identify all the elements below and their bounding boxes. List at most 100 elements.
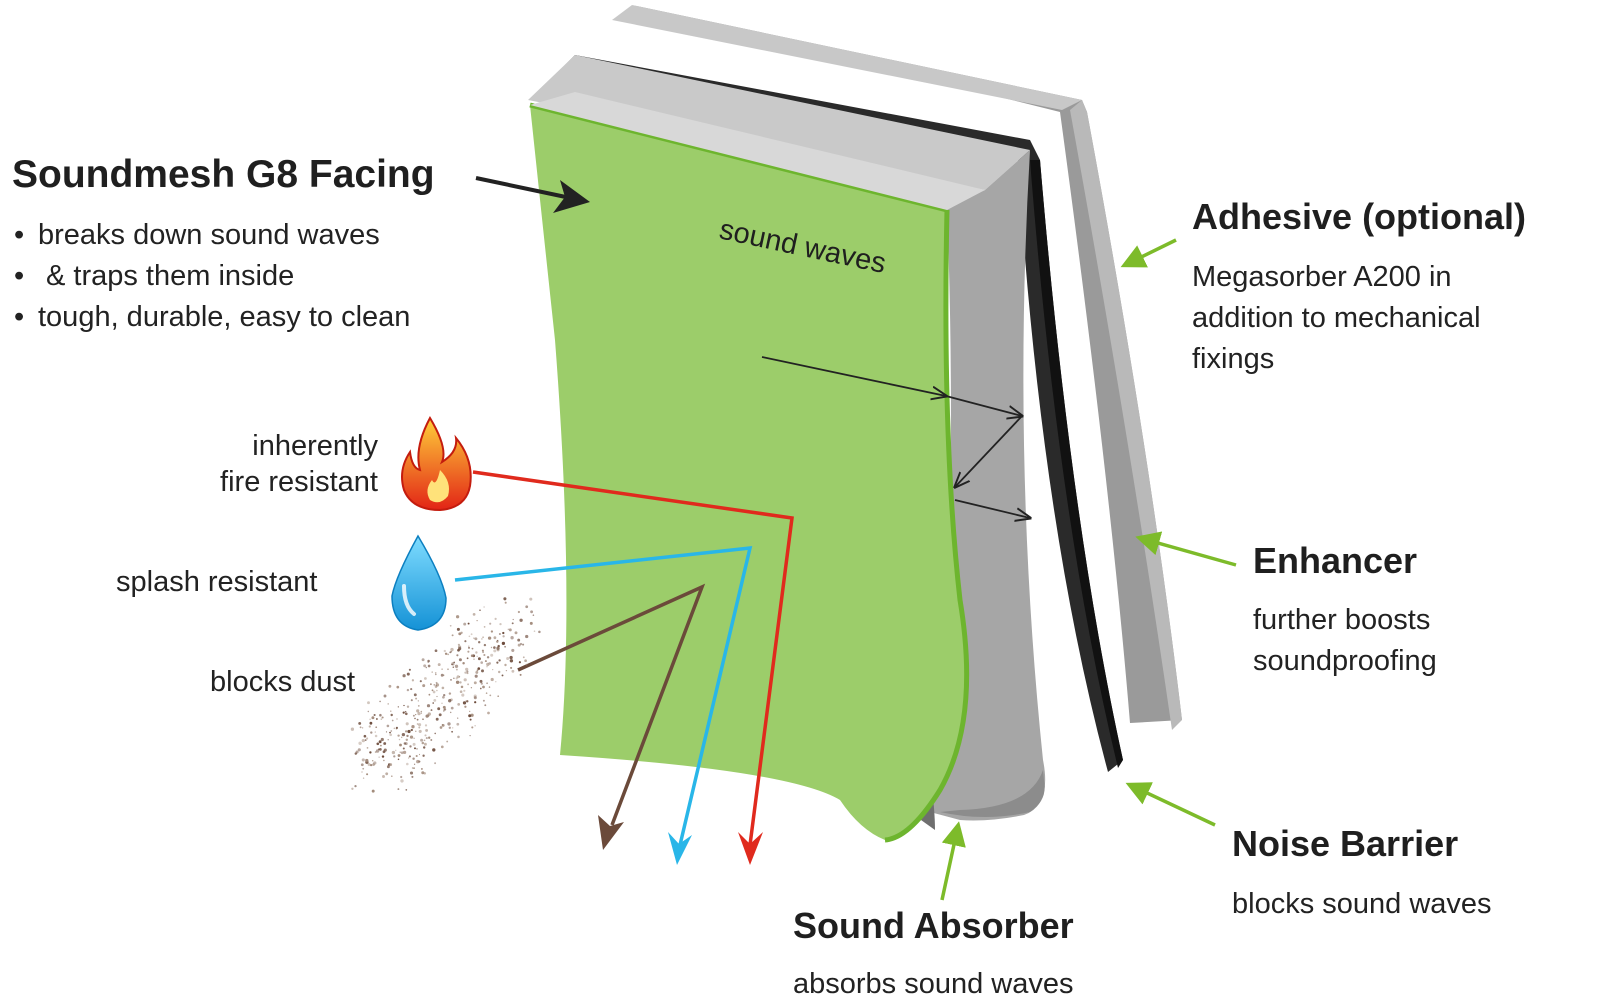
dust-speck [361, 738, 365, 743]
dust-speck [473, 637, 475, 639]
dust-speck [406, 734, 409, 738]
water-drop-icon [391, 534, 447, 631]
dust-speck [387, 739, 389, 741]
dust-speck [442, 695, 445, 699]
dust-speck [498, 632, 501, 636]
dust-speck [459, 690, 463, 694]
dust-speck [463, 689, 466, 692]
dust-speck [358, 721, 362, 725]
dust-speck [400, 775, 403, 779]
dust-speck [483, 653, 486, 657]
adhesive-line-1: Megasorber A200 in [1192, 261, 1452, 293]
dust-speck [366, 747, 369, 749]
dust-speck [411, 767, 414, 769]
dust-speck [441, 702, 443, 704]
dust-speck [497, 695, 500, 698]
dust-speck [517, 638, 521, 642]
dust-speck [459, 681, 462, 684]
dust-speck [395, 726, 398, 729]
dust-speck [396, 685, 400, 689]
dust-speck [416, 723, 419, 725]
adhesive-callout-arrow [1120, 238, 1177, 268]
dust-speck [493, 649, 497, 653]
dust-speck [496, 646, 500, 650]
dust-speck [367, 710, 370, 713]
dust-speck [493, 646, 496, 649]
dust-speck [464, 705, 467, 708]
dust-speck [410, 688, 413, 691]
dust-speck [417, 705, 420, 707]
splash-resistant-label: splash resistant [116, 566, 318, 598]
dust-speck [524, 659, 527, 663]
absorber-title: Sound Absorber [793, 905, 1074, 946]
dust-speck [497, 670, 501, 674]
dust-speck [510, 636, 514, 640]
dust-speck [434, 649, 438, 653]
dust-speck [374, 731, 376, 733]
dust-speck [371, 789, 375, 793]
dust-speck [509, 655, 513, 660]
dust-speck [372, 763, 375, 766]
dust-speck [441, 668, 443, 670]
adhesive-title: Adhesive (optional) [1192, 196, 1527, 237]
dust-speck [427, 664, 431, 668]
dust-speck [522, 656, 525, 659]
dust-speck [411, 679, 415, 682]
dust-speck [389, 763, 393, 767]
dust-speck [529, 597, 533, 601]
dust-speck [457, 703, 461, 706]
dust-speck [519, 673, 522, 676]
dust-speck [361, 727, 364, 729]
dust-speck [363, 734, 367, 738]
dust-speck [415, 754, 418, 758]
dust-speck [450, 679, 452, 681]
dust-speck [420, 738, 424, 742]
dust-speck [379, 700, 381, 703]
dust-speck [432, 748, 436, 752]
dust-speck [413, 737, 415, 740]
dust-speck [397, 758, 400, 761]
dust-speck [380, 744, 382, 747]
dust-speck [469, 734, 471, 737]
dust-speck [390, 710, 392, 712]
dust-speck [466, 700, 469, 703]
dust-speck [402, 750, 407, 755]
dust-speck [406, 705, 410, 708]
dust-speck [415, 714, 417, 716]
dust-speck [439, 726, 443, 729]
fire-icon [401, 415, 472, 512]
facing-bullet-1-cont: & traps them inside [10, 256, 410, 297]
enhancer-line-2: soundproofing [1253, 645, 1437, 677]
dust-speck [433, 684, 436, 686]
dust-speck [452, 727, 454, 729]
adhesive-description: Megasorber A200 in addition to mechanica… [1192, 257, 1481, 380]
dust-speck [406, 762, 409, 766]
dust-speck [476, 655, 478, 658]
enhancer-description: further boosts soundproofing [1253, 600, 1437, 682]
dust-speck [482, 699, 485, 702]
dust-speck [386, 724, 390, 728]
dust-speck [529, 621, 533, 625]
dust-speck [410, 699, 413, 702]
dust-speck [369, 721, 373, 725]
dust-speck [511, 648, 515, 652]
dust-speck [497, 644, 500, 648]
dust-speck [501, 641, 506, 646]
dust-speck [428, 693, 431, 696]
dust-speck [466, 657, 469, 660]
dust-speck [422, 684, 426, 688]
fire-line [472, 470, 794, 865]
dust-speck [449, 651, 452, 654]
dust-speck [406, 672, 410, 676]
dust-speck [517, 610, 521, 614]
dust-speck [361, 758, 365, 762]
dust-speck [467, 650, 470, 653]
dust-speck [476, 619, 478, 622]
dust-speck [437, 663, 441, 667]
dust-speck [483, 626, 486, 628]
dust-speck [415, 730, 417, 732]
sound-wave-arrows [761, 356, 1030, 518]
dust-speck [456, 627, 460, 631]
dust-speck [423, 746, 426, 749]
dust-speck [413, 693, 417, 697]
